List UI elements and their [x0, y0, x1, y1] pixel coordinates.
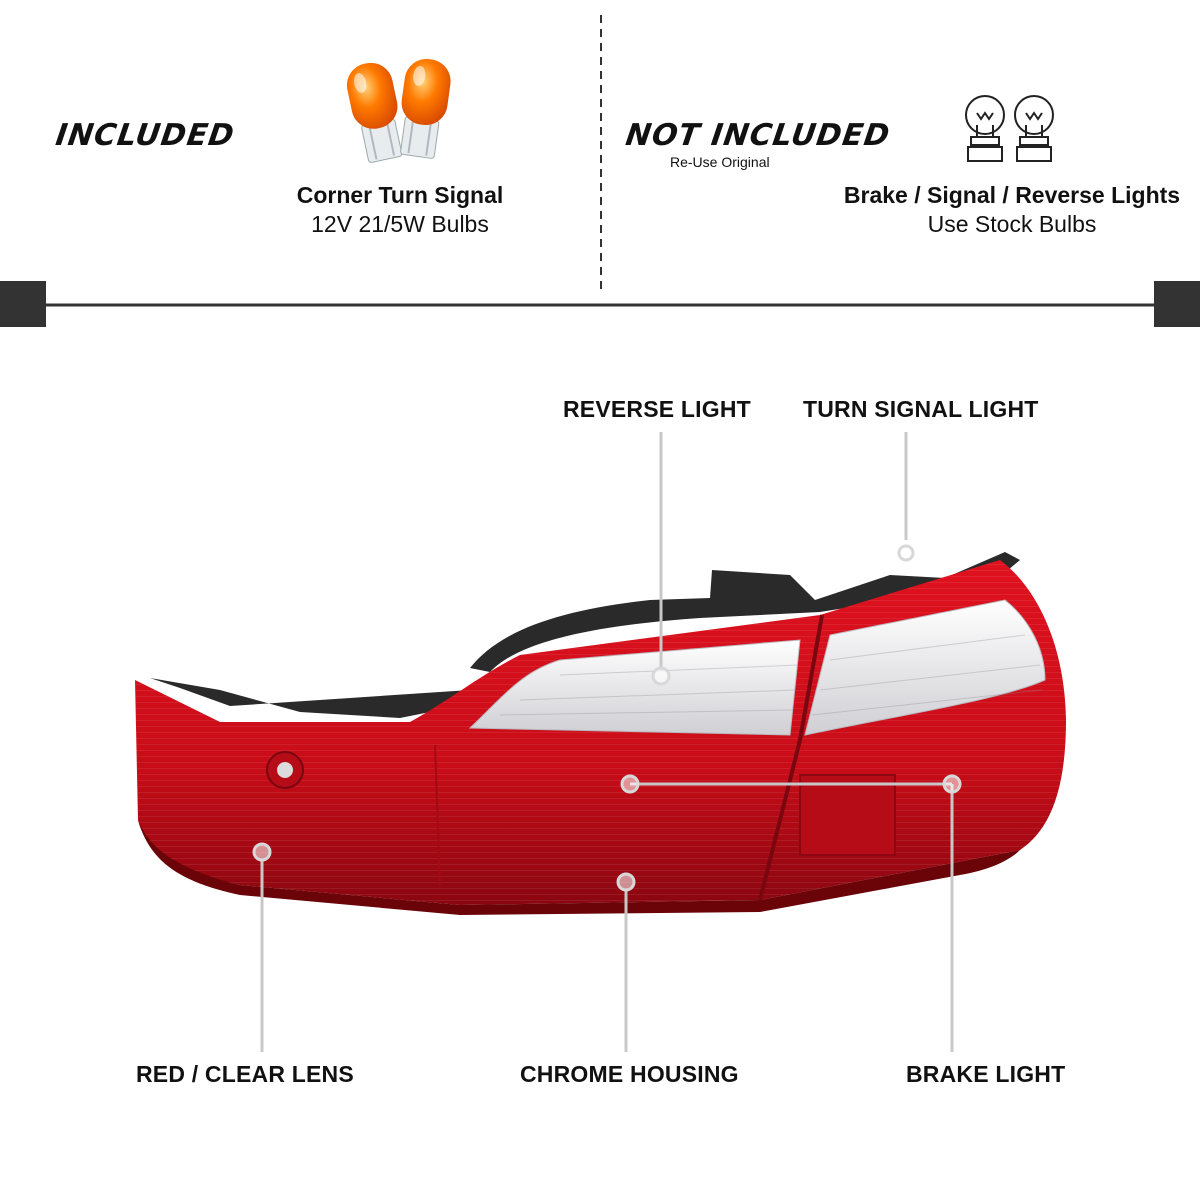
horizontal-separator — [0, 281, 1200, 327]
callout-brake-light: BRAKE LIGHT — [906, 1061, 1066, 1087]
callout-lines — [260, 432, 954, 1052]
included-subtitle: 12V 21/5W Bulbs — [311, 211, 489, 237]
not-included-subtitle: Use Stock Bulbs — [927, 211, 1097, 237]
callout-turn-signal-light: TURN SIGNAL LIGHT — [803, 396, 1039, 422]
included-title: Corner Turn Signal — [296, 182, 504, 208]
not-included-heading: NOT INCLUDED — [623, 118, 893, 153]
callout-red-clear-lens: RED / CLEAR LENS — [136, 1061, 354, 1087]
not-included-title: Brake / Signal / Reverse Lights — [843, 182, 1181, 208]
clear-lens-turn — [804, 599, 1046, 736]
clear-bulbs-icon — [965, 95, 1054, 162]
clear-lens-reverse — [468, 639, 801, 736]
not-included-note: Re-Use Original — [670, 154, 770, 170]
callout-chrome-housing: CHROME HOUSING — [520, 1061, 739, 1087]
callout-reverse-light: REVERSE LIGHT — [563, 396, 751, 422]
tail-light-image — [135, 552, 1066, 915]
callout-dots — [252, 544, 962, 892]
amber-bulbs-icon — [346, 58, 451, 163]
